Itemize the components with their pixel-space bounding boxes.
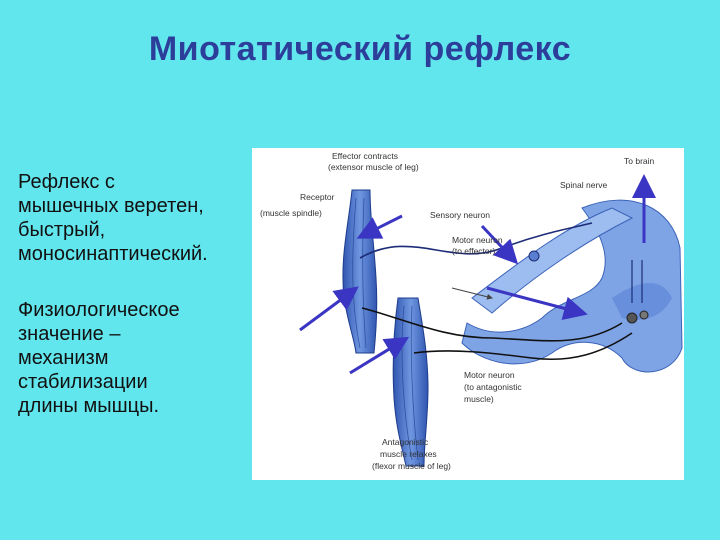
- label-motor-antagonist-sub: (to antagonistic: [464, 382, 522, 392]
- label-receptor-sub: (muscle spindle): [260, 208, 322, 218]
- label-antagonistic: Antagonistic: [382, 437, 429, 447]
- text-line: моносинаптический.: [18, 242, 253, 266]
- label-motor-antagonist: Motor neuron: [464, 370, 515, 380]
- label-effector: Effector contracts: [332, 151, 398, 161]
- label-motor-neuron-sub: (to effector): [452, 246, 495, 256]
- sensory-neuron-body: [529, 251, 539, 261]
- physiological-meaning: Физиологическое значение – механизм стаб…: [18, 298, 243, 418]
- reflex-arc-diagram: Effector contracts (extensor muscle of l…: [252, 148, 684, 480]
- text-line: быстрый,: [18, 218, 253, 242]
- text-line: Физиологическое: [18, 298, 243, 322]
- text-line: механизм: [18, 346, 243, 370]
- text-line: мышечных веретен,: [18, 194, 253, 218]
- text-line: значение –: [18, 322, 243, 346]
- extensor-muscle: [343, 190, 377, 353]
- text-line: стабилизации: [18, 370, 243, 394]
- label-effector-sub: (extensor muscle of leg): [328, 162, 419, 172]
- label-spinal-nerve: Spinal nerve: [560, 180, 608, 190]
- label-sensory-neuron: Sensory neuron: [430, 210, 490, 220]
- label-receptor: Receptor: [300, 192, 335, 202]
- label-antagonistic-sub2: (flexor muscle of leg): [372, 461, 451, 471]
- label-motor-neuron: Motor neuron: [452, 235, 503, 245]
- label-to-brain: To brain: [624, 156, 655, 166]
- text-line: длины мышцы.: [18, 394, 243, 418]
- motor-neuron-body: [627, 313, 637, 323]
- interneuron-body: [640, 311, 648, 319]
- text-line: Рефлекс с: [18, 170, 253, 194]
- slide-title: Миотатический рефлекс: [0, 30, 720, 69]
- label-antagonistic-sub: muscle relaxes: [380, 449, 437, 459]
- reflex-arc-illustration: Effector contracts (extensor muscle of l…: [252, 148, 684, 480]
- label-motor-antagonist-sub2: muscle): [464, 394, 494, 404]
- reflex-description: Рефлекс с мышечных веретен, быстрый, мон…: [18, 170, 253, 266]
